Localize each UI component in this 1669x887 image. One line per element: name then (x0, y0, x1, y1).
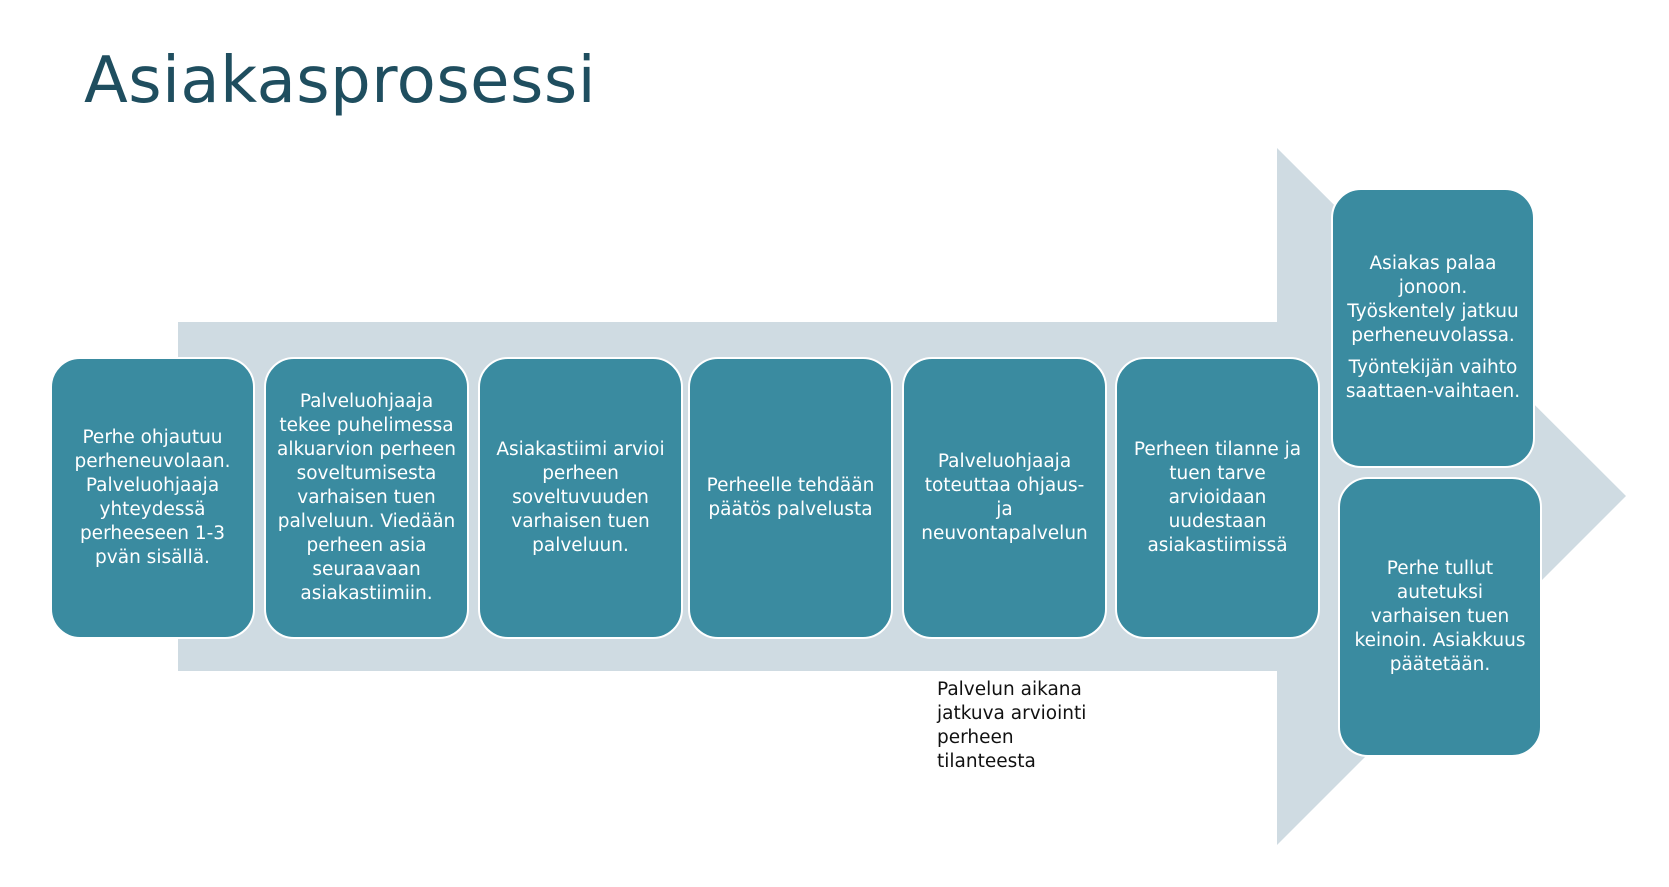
step-4-box: Perheelle tehdään päätös palvelusta (688, 357, 893, 639)
step-5-text: Palveluohjaaja toteuttaa ohjaus- ja neuv… (921, 451, 1088, 544)
outcome-1-box: Asiakas palaa jonoon. Työskentely jatkuu… (1331, 188, 1535, 468)
step-5-box: Palveluohjaaja toteuttaa ohjaus- ja neuv… (902, 357, 1107, 639)
step-1-text: Perhe ohjautuu perheneuvolaan. Palveluoh… (74, 427, 231, 568)
step-1-box: Perhe ohjautuu perheneuvolaan. Palveluoh… (50, 357, 255, 639)
outcome-1-text-2: Työntekijän vaihto saattaen-vaihtaen. (1345, 357, 1521, 402)
outcome-2-box: Perhe tullut autetuksi varhaisen tuen ke… (1338, 477, 1542, 757)
outcome-1-text: Asiakas palaa jonoon. Työskentely jatkuu… (1347, 253, 1519, 346)
outcome-2-text: Perhe tullut autetuksi varhaisen tuen ke… (1354, 558, 1526, 675)
step-4-text: Perheelle tehdään päätös palvelusta (706, 475, 875, 520)
continuous-assessment-note: Palvelun aikana jatkuva arviointi perhee… (937, 679, 1087, 772)
step-2-text: Palveluohjaaja tekee puhelimessa alkuarv… (277, 391, 456, 604)
step-3-box: Asiakastiimi arvioi perheen soveltuvuude… (478, 357, 683, 639)
step-6-text: Perheen tilanne ja tuen tarve arvioidaan… (1133, 439, 1302, 556)
page-title: Asiakasprosessi (84, 44, 596, 118)
step-3-text: Asiakastiimi arvioi perheen soveltuvuude… (496, 439, 665, 556)
step-2-box: Palveluohjaaja tekee puhelimessa alkuarv… (264, 357, 469, 639)
step-6-box: Perheen tilanne ja tuen tarve arvioidaan… (1115, 357, 1320, 639)
